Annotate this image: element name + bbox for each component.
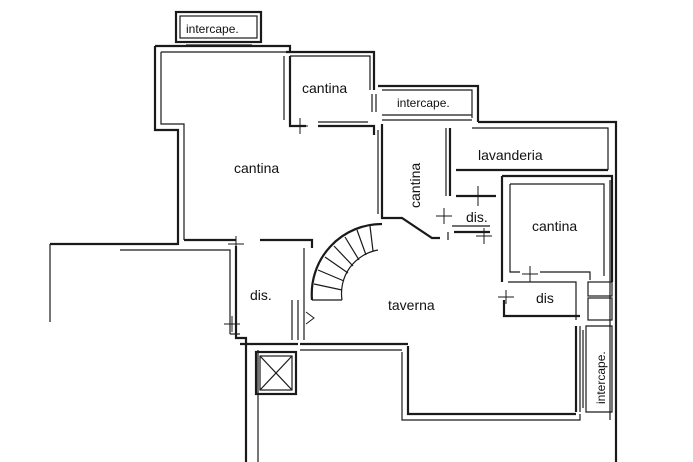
- taverna-walls: [300, 342, 581, 421]
- room-label-cantina-large: cantina: [234, 160, 279, 176]
- room-label-lavanderia: lavanderia: [478, 147, 543, 163]
- room-label-dis-center: dis.: [466, 209, 488, 225]
- door-markers: [224, 118, 538, 332]
- dis-right-walls: [502, 281, 613, 321]
- room-label-dis-right: dis: [536, 290, 554, 306]
- room-label-intercape-mid: intercape.: [397, 96, 450, 110]
- room-label-dis-left: dis.: [250, 287, 272, 303]
- lower-left-walls: [49, 238, 314, 462]
- room-label-taverna: taverna: [388, 297, 435, 313]
- room-label-cantina-right: cantina: [532, 218, 577, 234]
- room-label-cantina-vertical: cantina: [407, 163, 423, 208]
- room-label-intercape-top: intercape.: [186, 22, 239, 36]
- intercape-right-box: [574, 325, 613, 413]
- outer-walls: [153, 44, 376, 245]
- elevator-shaft: [254, 350, 298, 396]
- room-label-intercape-right: intercape.: [594, 351, 608, 404]
- intercape-mid-box: [371, 84, 480, 122]
- room-label-cantina-small: cantina: [302, 80, 347, 96]
- cantina-right-walls: [500, 174, 618, 462]
- spiral-staircase: [305, 222, 383, 325]
